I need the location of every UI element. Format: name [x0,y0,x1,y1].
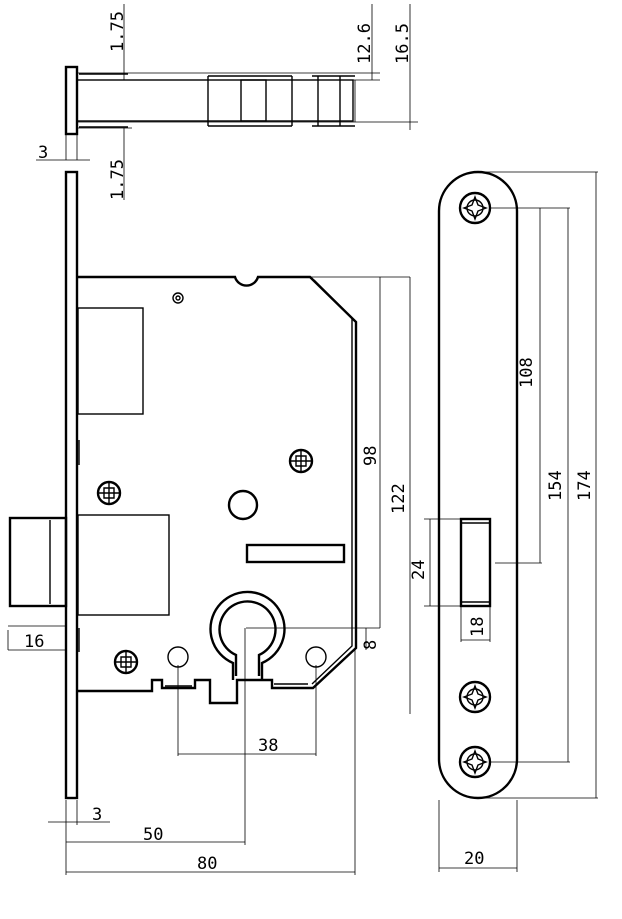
case-hole-right [305,646,327,668]
dim-80: 80 [197,854,217,874]
top-view-faceplate [64,65,79,136]
case-slot [245,543,346,564]
case-hole-left [167,646,189,668]
bolt-housing [77,514,170,616]
dim-8: 8 [361,640,381,650]
hole-spacing-dimension-line [177,665,317,756]
faceplate-thickness-dimension-line [36,135,90,161]
deadbolt [8,516,68,608]
dim-1-75-bottom: 1.75 [108,159,128,200]
opening-height-dimension-line [424,518,461,607]
plate-screw-middle [458,680,492,714]
dim-20: 20 [464,849,484,869]
front-view-faceplate [64,170,79,800]
dim-98: 98 [361,446,381,466]
rivet-top [172,292,184,304]
case-screw-left [96,480,122,506]
cylinder-inner [218,600,277,676]
latch-housing [77,307,144,415]
dim-3-front: 3 [92,805,102,825]
strike-plate-view: 108 154 174 24 18 20 [409,170,598,872]
opening-width-dimension-line [460,606,491,642]
dim-18: 18 [468,617,488,637]
strike-opening-edges [461,522,490,603]
plate-screw-bottom [458,745,492,779]
front-view: 98 122 8 16 38 3 50 80 [7,170,411,875]
dim-174: 174 [575,470,595,501]
top-view-dimension-lines [77,72,418,129]
dim-38: 38 [258,736,278,756]
deadbolt-length-dimension-line [7,625,66,651]
top-view-bolt [312,75,355,127]
dim-1-75-top: 1.75 [108,11,128,52]
dim-16-5: 16.5 [393,23,413,64]
dim-16: 16 [24,632,44,652]
front-view-vertical-dimension-lines [246,276,411,714]
top-view-extension-lines [123,4,411,200]
cylinder-outer [209,590,286,680]
case-screw-bottom [113,649,139,675]
rivet-top-center [175,295,181,301]
plate-width-dimension-line [438,800,518,872]
top-view: 1.75 12.6 16.5 3 1.75 [36,4,418,200]
top-view-follower [207,75,293,127]
plate-screw-top [458,191,492,225]
strike-plate-vertical-dimension-lines [478,171,598,799]
dim-12-6: 12.6 [355,23,375,64]
dim-24: 24 [409,560,429,580]
case-screw-right [288,448,314,474]
top-view-body [76,79,354,122]
strike-plate-opening [459,517,492,608]
dim-108: 108 [517,357,537,388]
lock-case-inner-edge [311,279,353,685]
dim-3-top: 3 [38,143,48,163]
lock-case-bottom-edges [165,683,308,687]
top-view-edge-lines [79,73,128,128]
spindle-hub [227,489,259,521]
dim-154: 154 [546,470,566,501]
dim-122: 122 [389,483,409,514]
dim-50: 50 [143,825,163,845]
top-view-follower-hub [240,79,267,122]
front-view-horizontal-dimension-lines [48,628,356,875]
